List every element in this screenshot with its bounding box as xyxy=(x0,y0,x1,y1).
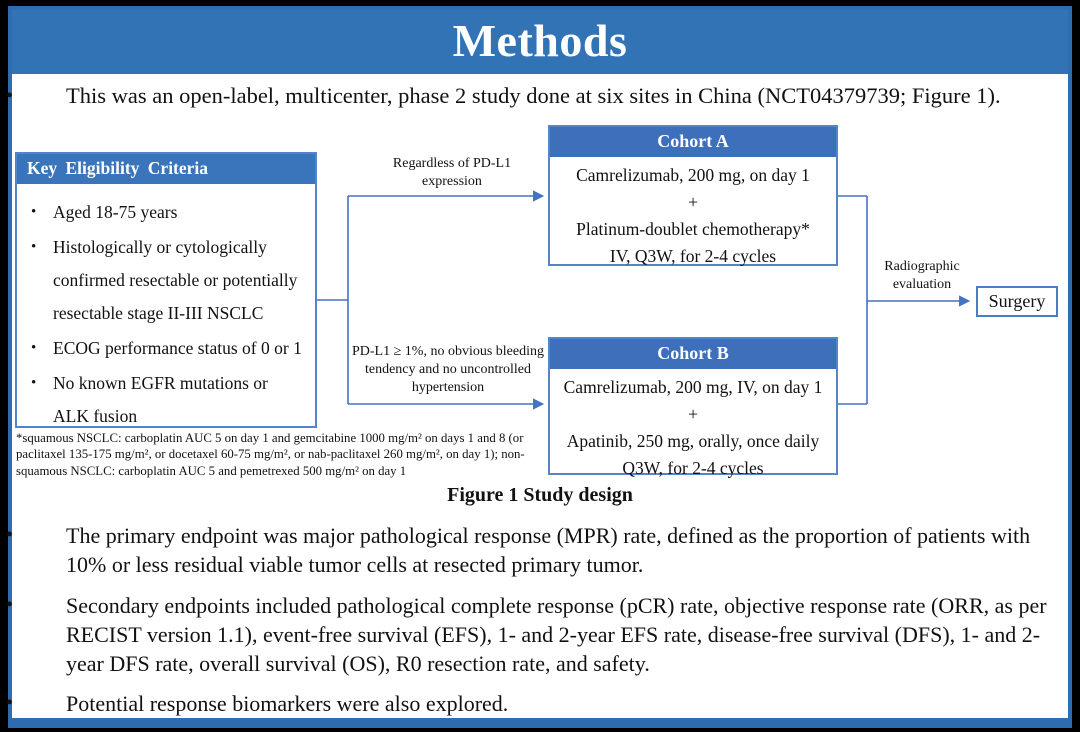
endpoint-bullet-biomarkers: Potential response biomarkers were also … xyxy=(6,689,1054,718)
cohort-a-header: Cohort A xyxy=(550,127,836,157)
eligibility-header: Key Eligibility Criteria xyxy=(17,154,315,184)
cohort-a-line: + xyxy=(688,192,698,212)
figure-caption: Figure 1 Study design xyxy=(447,484,633,506)
cohort-b-box: Cohort B Camrelizumab, 200 mg, IV, on da… xyxy=(548,337,838,478)
cohort-a-line: IV, Q3W, for 2-4 cycles xyxy=(609,246,777,266)
cohort-a-box: Cohort A Camrelizumab, 200 mg, on day 1 … xyxy=(548,125,838,266)
cohort-b-line: Camrelizumab, 200 mg, IV, on day 1 xyxy=(563,377,823,397)
branch-b-label: PD-L1 ≥ 1%, no obvious bleeding tendency… xyxy=(351,344,544,395)
radiographic-evaluation-label: Radiographic evaluation xyxy=(884,259,960,292)
cohort-a-body: Camrelizumab, 200 mg, on day 1 + Platinu… xyxy=(550,157,836,270)
cohort-b-line: + xyxy=(688,404,698,424)
eligibility-item: Aged 18-75 years xyxy=(25,196,307,229)
endpoint-bullet-primary: The primary endpoint was major pathologi… xyxy=(6,521,1054,579)
surgery-box: Surgery xyxy=(976,286,1058,317)
eligibility-item: Histologically or cytologically confirme… xyxy=(25,231,307,330)
slide: Methods This was an open-label, multicen… xyxy=(6,6,1072,728)
branch-a-label: Regardless of PD-L1 expression xyxy=(392,156,512,189)
eligibility-item: ECOG performance status of 0 or 1 xyxy=(25,332,307,365)
page-title: Methods xyxy=(452,15,628,66)
eligibility-item: No known EGFR mutations or ALK fusion xyxy=(25,367,307,433)
cohort-a-line: Platinum-doublet chemotherapy* xyxy=(576,219,810,239)
intro-bullet: This was an open-label, multicenter, pha… xyxy=(6,82,1052,110)
flow-connectors xyxy=(317,190,971,410)
eligibility-box: Key Eligibility Criteria Aged 18-75 year… xyxy=(15,152,317,428)
chemotherapy-footnote: *squamous NSCLC: carboplatin AUC 5 on da… xyxy=(16,431,525,478)
slide-content: This was an open-label, multicenter, pha… xyxy=(6,10,1068,718)
cohort-b-body: Camrelizumab, 200 mg, IV, on day 1 + Apa… xyxy=(550,369,836,482)
cohort-b-line: Q3W, for 2-4 cycles xyxy=(622,458,764,478)
cohort-b-line: Apatinib, 250 mg, orally, once daily xyxy=(566,431,820,451)
cohort-a-line: Camrelizumab, 200 mg, on day 1 xyxy=(576,165,810,185)
endpoint-bullet-secondary: Secondary endpoints included pathologica… xyxy=(6,591,1054,678)
cohort-b-header: Cohort B xyxy=(550,339,836,369)
slide-title-bar: Methods xyxy=(12,10,1068,74)
eligibility-list: Aged 18-75 years Histologically or cytol… xyxy=(17,184,315,433)
